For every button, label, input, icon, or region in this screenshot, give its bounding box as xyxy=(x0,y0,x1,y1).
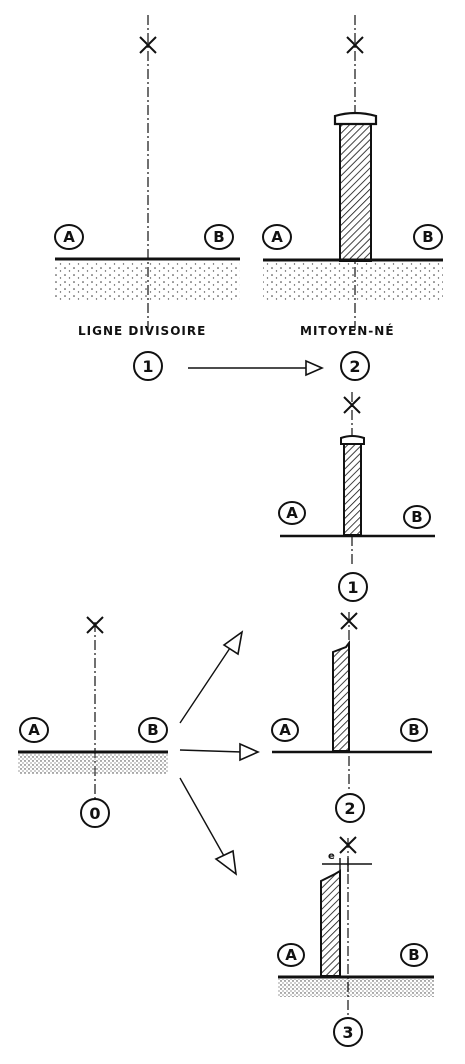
side-b-label: B xyxy=(147,721,158,739)
side-b-badge: B xyxy=(400,718,428,742)
side-b-label: B xyxy=(408,721,419,739)
axis-marker-icon xyxy=(339,836,357,854)
party-wall xyxy=(339,123,372,262)
side-b-badge: B xyxy=(204,224,234,250)
side-a-badge: A xyxy=(262,224,292,250)
side-a-badge: A xyxy=(54,224,84,250)
panel-variant-3: e A B 3 xyxy=(277,836,434,1047)
side-b-badge: B xyxy=(138,717,168,743)
axis-marker-icon xyxy=(346,36,364,54)
axis-marker-icon xyxy=(343,396,361,414)
side-a-label: A xyxy=(285,946,297,964)
mitoyen-ne-caption: MITOYEN-NÉ xyxy=(300,323,395,338)
arrow-right xyxy=(179,742,260,762)
party-wall xyxy=(332,640,350,752)
step-2-number: 2 xyxy=(349,357,360,376)
step-2-badge: 2 xyxy=(340,351,370,381)
ground-soil xyxy=(263,262,443,302)
variant-3-badge: 3 xyxy=(333,1017,363,1047)
arrow-up xyxy=(179,630,244,724)
side-a-badge: A xyxy=(277,943,305,967)
panel-variant-1: A B 1 xyxy=(278,392,435,602)
party-wall xyxy=(320,869,341,977)
side-a-badge: A xyxy=(19,717,49,743)
variant-3-number: 3 xyxy=(342,1023,353,1042)
side-b-label: B xyxy=(408,946,419,964)
side-a-label: A xyxy=(28,721,40,739)
step-1-number: 1 xyxy=(142,357,153,376)
wall-coping xyxy=(340,435,365,445)
side-b-badge: B xyxy=(403,505,431,529)
side-a-label: A xyxy=(63,228,75,246)
side-a-label: A xyxy=(271,228,283,246)
side-b-badge: B xyxy=(413,224,443,250)
side-a-label: A xyxy=(279,721,291,739)
side-b-badge: B xyxy=(400,943,428,967)
variant-1-number: 1 xyxy=(347,578,358,597)
axis-marker-icon xyxy=(86,616,104,634)
side-b-label: B xyxy=(411,508,422,526)
party-wall xyxy=(343,443,362,536)
branch-arrows xyxy=(179,630,260,876)
step-1-badge: 1 xyxy=(133,351,163,381)
ligne-divisoire-caption: LIGNE DIVISOIRE xyxy=(78,324,206,338)
panel-ligne-divisoire: A B LIGNE DIVISOIRE 1 xyxy=(54,15,240,381)
side-a-badge: A xyxy=(278,501,306,525)
side-b-label: B xyxy=(422,228,433,246)
axis-marker-icon xyxy=(139,36,157,54)
variant-2-badge: 2 xyxy=(335,793,365,823)
arrow-down xyxy=(179,777,238,876)
ground-soil xyxy=(278,979,434,997)
variant-1-badge: 1 xyxy=(338,572,368,602)
panel-mitoyen-ne: A B MITOYEN-NÉ 2 xyxy=(262,15,443,381)
panel-variant-2: A B 2 xyxy=(271,612,432,823)
transition-arrow xyxy=(188,359,324,377)
offset-mark-label: e xyxy=(328,851,335,862)
ground-soil xyxy=(18,754,168,774)
wall-coping xyxy=(333,111,378,126)
origin-number: 0 xyxy=(89,804,100,823)
origin-badge: 0 xyxy=(80,798,110,828)
variant-2-number: 2 xyxy=(344,799,355,818)
offset-dimension xyxy=(322,858,372,872)
side-a-label: A xyxy=(286,504,298,522)
ground-soil xyxy=(55,262,240,302)
side-b-label: B xyxy=(213,228,224,246)
panel-origin: A B 0 xyxy=(18,616,168,828)
axis-marker-icon xyxy=(340,612,358,630)
side-a-badge: A xyxy=(271,718,299,742)
